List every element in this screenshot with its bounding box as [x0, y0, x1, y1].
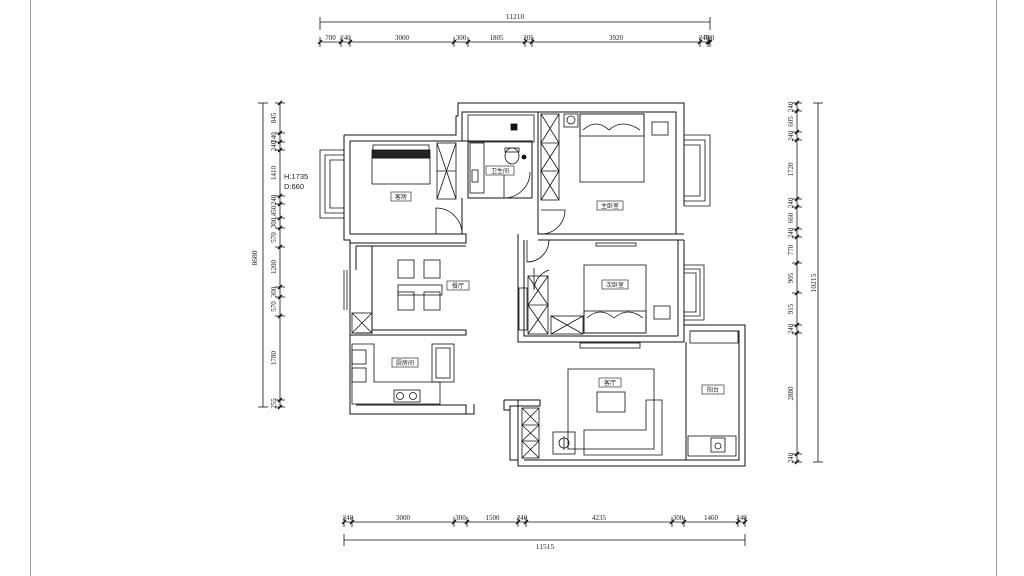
left-segment-label: 240 — [270, 194, 278, 205]
left-segment-label: 450 — [270, 205, 278, 216]
right-segment-label: 240 — [787, 227, 795, 238]
room-label-balcony: 阳台 — [707, 386, 719, 394]
right-segment-label: 915 — [787, 303, 795, 314]
right-segment-label: 770 — [787, 244, 795, 255]
bottom-segment-label: 3000 — [396, 514, 411, 522]
bottom-dimensions — [341, 517, 748, 546]
frame-left-line — [30, 0, 31, 576]
room-label-living-room: 客厅 — [604, 379, 616, 387]
top-segment-label: 700 — [704, 34, 715, 42]
left-segment-label: 1200 — [270, 260, 278, 275]
left-segment-label: 845 — [270, 112, 278, 123]
right-segment-label: 240 — [787, 101, 795, 112]
right-segment-label: 240 — [787, 130, 795, 141]
top-dimensions — [317, 17, 713, 47]
room-label-second-bedroom: 次卧室 — [606, 281, 624, 289]
right-segment-label: 660 — [787, 212, 795, 223]
frame-right-line — [996, 0, 997, 576]
bottom-total-dimension: 11515 — [536, 542, 555, 551]
bottom-segment-label: 300 — [455, 514, 466, 522]
bottom-segment-label: 240 — [343, 514, 354, 522]
room-label-dining: 餐厅 — [452, 282, 464, 290]
left-segment-label: 240 — [270, 140, 278, 151]
left-segment-label: 300 — [270, 286, 278, 297]
bottom-segment-label: 1460 — [704, 514, 719, 522]
room-label-guest-bedroom: 客房 — [395, 193, 407, 201]
right-segment-label: 240 — [787, 323, 795, 334]
right-segment-label: 240 — [787, 197, 795, 208]
top-segment-label: 240 — [340, 34, 351, 42]
right-segment-label: 1720 — [787, 162, 795, 177]
left-dimensions — [258, 100, 285, 410]
left-segment-label: 570 — [270, 232, 278, 243]
left-segment-label: 255 — [270, 398, 278, 409]
room-labels: 客房 卫生间 主卧室 餐厅 次卧室 厨房间 客厅 阳台 — [390, 165, 725, 395]
right-segment-label: 240 — [787, 452, 795, 463]
right-segment-label: 2880 — [787, 386, 795, 401]
left-segment-label: 240 — [270, 132, 278, 143]
right-total-dimension: 10215 — [809, 273, 818, 292]
doors — [435, 171, 566, 291]
right-segment-label: 605 — [787, 116, 795, 127]
furniture — [351, 113, 737, 459]
left-segment-label: 1780 — [270, 351, 278, 366]
walls — [343, 102, 746, 467]
right-segment-label: 905 — [787, 272, 795, 283]
top-segment-label: 3000 — [395, 34, 410, 42]
bottom-segment-label: 4235 — [592, 514, 607, 522]
left-segment-label: 570 — [270, 301, 278, 312]
top-total-dimension: 11210 — [506, 12, 525, 21]
room-label-kitchen: 厨房间 — [396, 359, 414, 367]
bay-windows — [319, 134, 739, 349]
top-segment-label: 240 — [699, 34, 710, 42]
bottom-segment-label: 240 — [736, 514, 747, 522]
top-segment-label: 1805 — [490, 34, 505, 42]
top-segment-label: 3920 — [609, 34, 624, 42]
bottom-segment-label: 1500 — [486, 514, 501, 522]
bottom-segment-label: 300 — [673, 514, 684, 522]
left-total-dimension: 8680 — [250, 250, 259, 265]
height-annotation: H:1735 — [284, 172, 308, 181]
room-label-bathroom: 卫生间 — [491, 167, 509, 175]
left-segment-label: 300 — [270, 217, 278, 228]
depth-annotation: D:660 — [284, 182, 304, 191]
top-segment-label: 205 — [523, 34, 534, 42]
top-segment-label: 700 — [325, 34, 336, 42]
bottom-segment-label: 240 — [517, 514, 528, 522]
top-segment-label: 300 — [456, 34, 467, 42]
room-label-master-bedroom: 主卧室 — [601, 202, 619, 210]
right-dimensions — [792, 100, 823, 465]
left-segment-label: 1410 — [270, 166, 278, 181]
